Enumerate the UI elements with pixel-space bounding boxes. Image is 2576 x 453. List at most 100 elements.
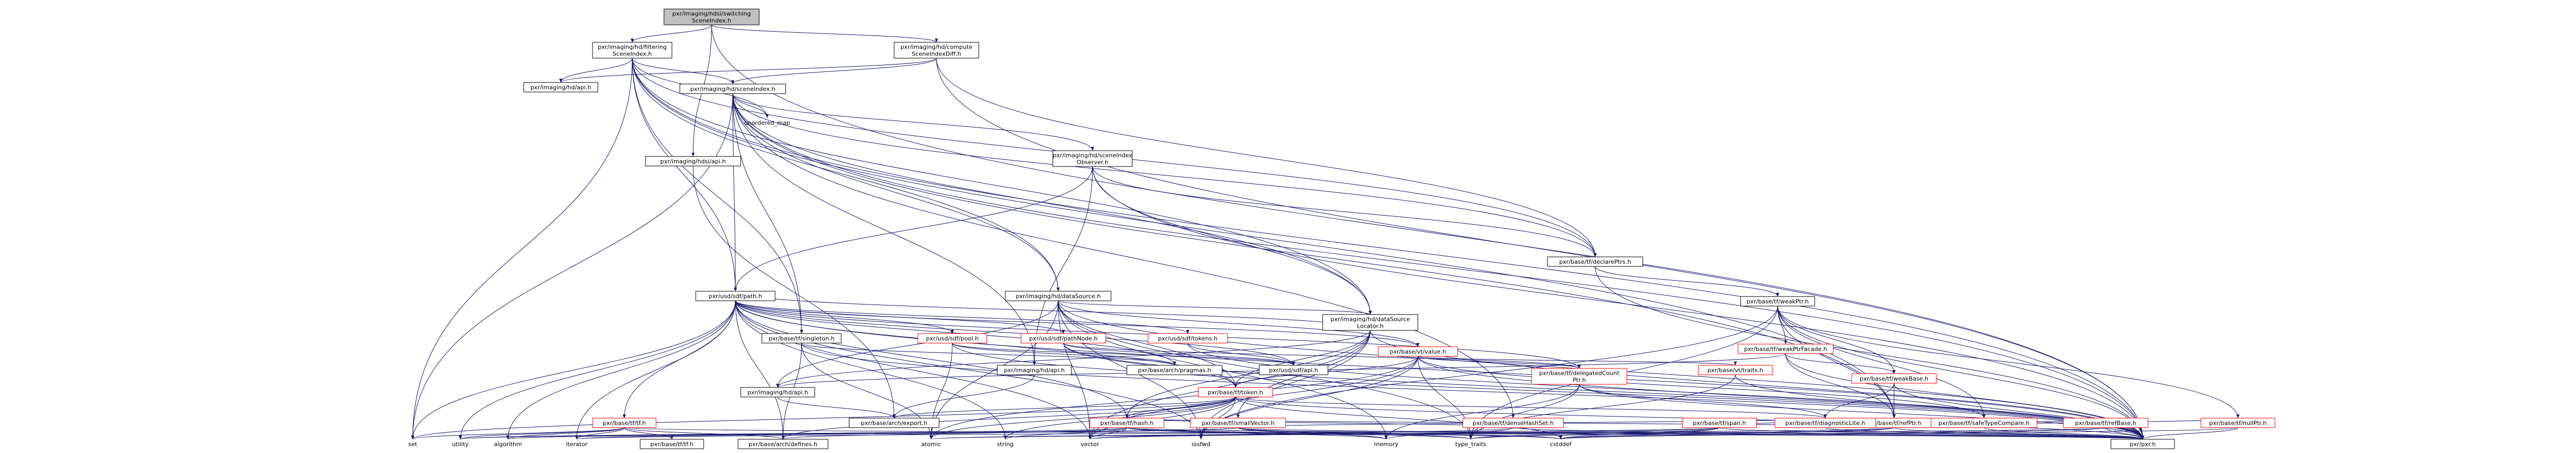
graph-node-weakPtr[interactable]: pxr/base/tf/weakPtr.h	[1740, 296, 1815, 307]
dependency-edge	[1063, 343, 1581, 369]
node-box	[1052, 150, 1133, 167]
dependency-edge	[1559, 427, 1720, 440]
dependency-edge	[711, 24, 2145, 440]
dependency-edge	[1092, 166, 1597, 257]
graph-node-denseHashSet[interactable]: pxr/base/tf/denseHashSet.h	[1462, 418, 1564, 428]
graph-node-hdApi2[interactable]: pxr/imaging/hd/api.h	[740, 387, 815, 397]
node-box	[1740, 296, 1815, 307]
graph-node-dataSource[interactable]: pxr/imaging/hd/dataSource.h	[1005, 291, 1112, 301]
graph-node-traits[interactable]: pxr/base/vt/traits.h	[1698, 365, 1773, 375]
graph-node-vtValue[interactable]: pxr/base/vt/value.h	[1378, 346, 1458, 357]
node-label: type_traits	[1455, 441, 1487, 448]
graph-node-smallVector[interactable]: pxr/base/tf/smallVector.h	[1190, 418, 1286, 428]
dependency-edge	[777, 396, 896, 419]
node-label: pxr/base/tf/smallVector.h	[1201, 420, 1274, 427]
node-label: pxr/base/tf/nullPtr.h	[2209, 420, 2267, 427]
dependency-edge	[1235, 396, 1827, 419]
dependency-edge	[1063, 343, 1296, 366]
graph-node-hdApiH[interactable]: pxr/imaging/hd/api.h	[997, 365, 1072, 375]
graph-node-weakBase[interactable]: pxr/base/tf/weakBase.h	[1851, 373, 1937, 384]
graph-node-weakPtrFacade[interactable]: pxr/base/tf/weakPtrFacade.h	[1737, 344, 1834, 354]
node-box	[1774, 418, 1876, 428]
graph-node-span[interactable]: pxr/base/tf/span.h	[1682, 418, 1757, 428]
graph-node-algorithm: algorithm	[494, 441, 522, 448]
graph-node-hd_api[interactable]: pxr/imaging/hd/api.h	[523, 82, 598, 93]
dependency-edge	[1579, 384, 1827, 419]
graph-node-nullPtr[interactable]: pxr/base/tf/nullPtr.h	[2200, 418, 2275, 428]
node-box	[1547, 256, 1643, 267]
dependency-edge	[930, 427, 2106, 440]
dependency-edge	[2141, 427, 2238, 440]
dependency-edge	[735, 300, 2145, 440]
dependency-edge	[1777, 306, 2240, 419]
dependency-edge	[1235, 396, 1563, 440]
graph-node-sdfPath[interactable]: pxr/usd/sdf/path.h	[695, 291, 776, 301]
dependency-edge	[1187, 343, 1296, 366]
graph-node-pathNode[interactable]: pxr/usd/sdf/pathNode.h	[1021, 333, 1106, 344]
dependency-edge	[733, 166, 1093, 292]
dependency-edge	[711, 24, 939, 43]
node-box	[1698, 365, 1773, 375]
node-box	[645, 156, 741, 167]
node-label: pxr/imaging/hd/dataSource	[1331, 316, 1410, 323]
graph-node-archDefines[interactable]: pxr/base/arch/defines.h	[738, 439, 829, 449]
graph-node-iterator: iterator	[566, 441, 588, 448]
node-label: pxr/base/tf/delegatedCount	[1539, 370, 1619, 377]
node-label: unordered_map	[744, 119, 790, 126]
graph-node-sdfTokens[interactable]: pxr/usd/sdf/tokens.h	[1148, 333, 1228, 344]
graph-node-sdfApi[interactable]: pxr/usd/sdf/api.h	[1259, 365, 1328, 375]
dependency-edge	[1092, 166, 1372, 315]
dependency-edge	[576, 427, 1720, 440]
dependency-edge	[1825, 427, 2144, 440]
dependency-edge	[732, 93, 1372, 315]
graph-node-archExport[interactable]: pxr/base/arch/export.h	[849, 418, 940, 428]
node-label: pxr/base/vt/value.h	[1390, 348, 1446, 355]
graph-node-pool[interactable]: pxr/usd/sdf/pool.h	[917, 333, 987, 344]
dependency-edge	[1777, 306, 1896, 374]
node-label: pxr/base/arch/defines.h	[749, 441, 817, 448]
dependency-edge	[732, 93, 2145, 440]
graph-node-singleton[interactable]: pxr/base/tf/singleton.h	[761, 333, 842, 344]
node-box	[740, 387, 815, 397]
graph-node-diagnosticLite[interactable]: pxr/base/tf/diagnosticLite.h	[1774, 418, 1876, 428]
dependency-edge	[732, 93, 738, 292]
node-box	[1682, 418, 1757, 428]
graph-node-tfTf[interactable]: pxr/base/tf/tf.h	[592, 418, 657, 428]
dependency-edge	[459, 427, 1127, 440]
edge-layer	[411, 24, 2240, 440]
graph-node-declarePtrs[interactable]: pxr/base/tf/declarePtrs.h	[1547, 256, 1643, 267]
dependency-edge	[559, 58, 633, 83]
graph-node-vector: vector	[1081, 441, 1099, 448]
dependency-edge	[952, 343, 1295, 366]
graph-node-sceneIndex[interactable]: pxr/imaging/hd/sceneIndex.h	[679, 84, 786, 94]
node-box	[679, 84, 786, 94]
node-label: pxr/base/tf/weakBase.h	[1860, 375, 1928, 382]
graph-node-tfHash[interactable]: pxr/base/tf/hash.h	[1089, 418, 1164, 428]
node-label: pxr/base/vt/traits.h	[1707, 367, 1763, 374]
node-box	[1737, 344, 1834, 354]
dependency-edge	[411, 58, 633, 440]
graph-node-archPragmas[interactable]: pxr/base/arch/pragmas.h	[1126, 365, 1223, 375]
graph-node-tfTfH[interactable]: pxr/base/tf/tf.h	[640, 439, 704, 449]
dependency-edge	[1894, 427, 2144, 440]
dependency-edge	[1595, 266, 1780, 297]
graph-node-pxr[interactable]: pxr/pxr.h	[2110, 439, 2175, 449]
node-box	[640, 439, 704, 449]
dependency-edge	[630, 24, 712, 43]
graph-node-safeTypeCompare[interactable]: pxr/base/tf/safeTypeCompare.h	[1931, 418, 2037, 428]
graph-node-tfToken[interactable]: pxr/base/tf/token.h	[1198, 387, 1273, 397]
graph-node-refBase[interactable]: pxr/base/tf/refBase.h	[2063, 418, 2149, 428]
node-box	[2063, 418, 2149, 428]
graph-node-hdsi_api[interactable]: pxr/imaging/hdsi/api.h	[645, 156, 741, 167]
dependency-edge	[735, 300, 1190, 334]
dependency-edge	[732, 93, 769, 118]
node-label: utility	[452, 441, 469, 448]
dependency-edge	[632, 58, 804, 334]
